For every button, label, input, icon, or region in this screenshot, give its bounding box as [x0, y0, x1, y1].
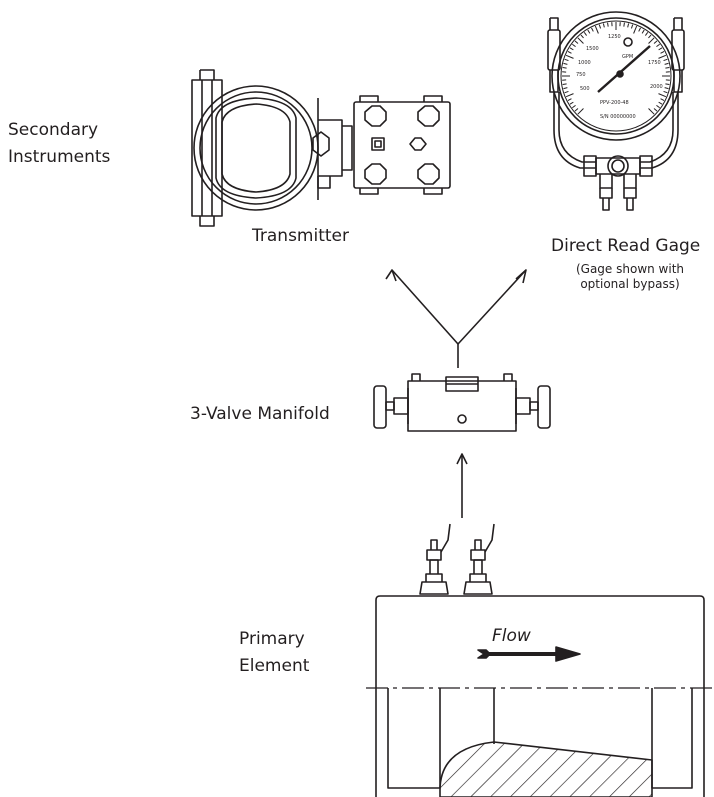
gage-model: PPV-200-48 [600, 100, 629, 106]
gage-tick [623, 22, 625, 27]
gage-tick [574, 108, 579, 112]
gage-tick [665, 67, 670, 69]
gage-unit: GPM [622, 54, 633, 60]
gage-drawing [547, 11, 685, 211]
transmitter-drawing [191, 69, 451, 227]
gage-scale-500: 500 [580, 86, 590, 92]
bypass-tube-left [553, 92, 596, 169]
gage-tick [630, 24, 634, 29]
gage-tick [633, 25, 638, 34]
gage-tick [658, 93, 667, 98]
gage-note-line2: optional bypass) [580, 277, 680, 291]
gage-tick [627, 23, 630, 28]
gage-tick [653, 40, 658, 44]
gage-tick [658, 47, 663, 51]
gage-tick [574, 40, 579, 44]
gage-tick [656, 104, 660, 109]
flow-label: Flow [492, 626, 531, 646]
gage-tick [607, 22, 609, 27]
flow-arrow [477, 646, 581, 662]
primary-element-label-line2: Element [239, 656, 310, 676]
up-arrow [456, 453, 468, 518]
gage-tick [660, 98, 665, 101]
gage-tick [638, 27, 641, 32]
pipe-body-upper [375, 595, 705, 688]
transmitter-window [215, 97, 297, 199]
gage-tick [563, 62, 568, 65]
gage-scale-1750: 1750 [648, 60, 661, 66]
tap-valve-left [419, 523, 451, 595]
primary-element-drawing [366, 523, 712, 797]
gage-tick [660, 51, 665, 54]
gage-tick [664, 87, 669, 90]
gage-tick [572, 104, 576, 109]
gage-tick [644, 32, 649, 36]
gage-scale-1250: 1250 [608, 34, 621, 40]
gage-tick [648, 108, 655, 115]
transmitter-label: Transmitter [252, 226, 349, 246]
gage-tick [569, 47, 574, 51]
gage-tick [564, 90, 569, 94]
gage-bezel [551, 11, 681, 141]
manifold-drawing [373, 373, 551, 432]
transmitter-sensor-body [353, 101, 451, 189]
gage-tick [641, 29, 645, 34]
gage-scale-750: 750 [576, 72, 586, 78]
gage-tick [602, 23, 605, 28]
gage-scale-1500: 1500 [586, 46, 599, 52]
manifold-label: 3-Valve Manifold [190, 404, 330, 424]
gage-note-line1: (Gage shown with [575, 262, 685, 276]
tap-valve-right [463, 523, 495, 595]
gage-tick [567, 51, 572, 54]
gage-tick [594, 25, 599, 34]
gage-tick [653, 108, 658, 112]
gage-tick [663, 90, 668, 94]
direct-read-gage-label: Direct Read Gage [551, 236, 701, 256]
gage-tick [567, 98, 572, 101]
gage-tick [577, 108, 584, 115]
gage-tick [656, 43, 660, 48]
gage-tick [563, 87, 568, 90]
gage-tick [564, 58, 569, 62]
primary-element-label-line1: Primary [239, 629, 305, 649]
gage-tick [565, 93, 574, 98]
hex-fitting [312, 131, 330, 157]
manifold-handwheel-left [373, 385, 387, 429]
gage-scale-2000: 2000 [650, 84, 663, 90]
gage-face-text: 1250 1500 1750 2000 1000 750 500 GPM PPV… [576, 34, 663, 120]
gage-tick [658, 101, 663, 105]
gage-tick [587, 29, 591, 34]
gage-needle [597, 45, 651, 93]
gage-tick [658, 54, 667, 59]
gage-tick [648, 37, 655, 44]
primary-element-hatched-section [439, 741, 653, 797]
gage-tick [648, 34, 652, 39]
gage-tick [664, 62, 669, 65]
gage-tick [565, 54, 574, 59]
gage-tick [562, 83, 567, 85]
manifold-handwheel-right [537, 385, 551, 429]
gage-tick [572, 43, 576, 48]
gage-tick [665, 83, 670, 85]
gage-tick [580, 34, 584, 39]
gage-tick [663, 58, 668, 62]
gage-tick [598, 24, 602, 29]
secondary-instruments-label-line1: Secondary [8, 120, 99, 140]
gage-tick [591, 27, 594, 32]
split-arrows [385, 269, 527, 368]
gage-tick [562, 67, 567, 69]
gage-tick [577, 37, 584, 44]
secondary-instruments-label-line2: Instruments [8, 147, 111, 167]
gage-scale-1000: 1000 [578, 60, 591, 66]
gage-serial: S/N 00000000 [600, 114, 636, 120]
gage-tick [569, 101, 574, 105]
gage-tick [583, 32, 588, 36]
